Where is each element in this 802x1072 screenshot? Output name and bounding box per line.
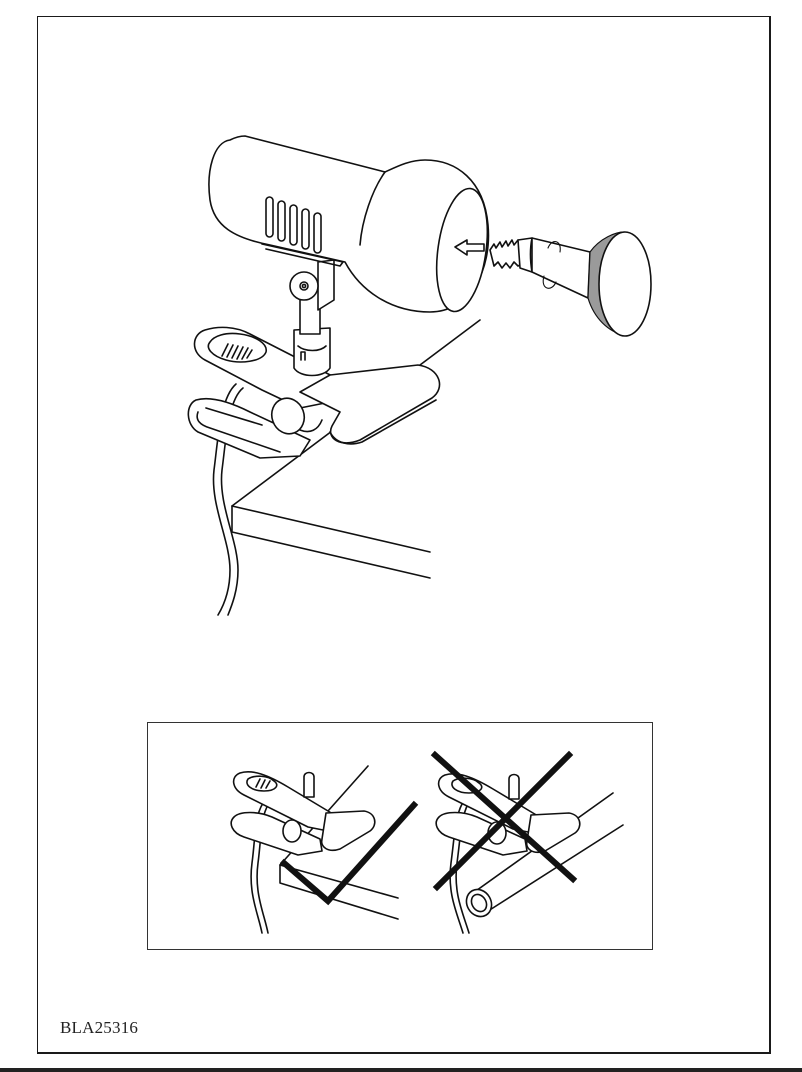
insert-arrow-icon (454, 239, 485, 256)
swivel-joint (289, 259, 335, 311)
reflector-bulb (489, 231, 652, 337)
clip-lamp-drawing (187, 135, 652, 616)
clip-base-plate (299, 364, 441, 445)
clip-upper-body (193, 326, 341, 409)
cross-icon (430, 750, 578, 892)
correct-mounting-figure (188, 753, 419, 943)
wrong-mounting-figure (430, 750, 653, 943)
mounting-guidance-box (147, 722, 653, 950)
grip-ridges-icon (221, 343, 253, 360)
checkmark-icon (279, 800, 419, 906)
vent-slots (265, 196, 322, 254)
clip-lower-jaw (187, 397, 311, 459)
lamp-shade (208, 135, 490, 313)
bottom-rule (0, 1068, 802, 1072)
model-code: BLA25316 (60, 1018, 139, 1037)
clip-pivot (270, 397, 323, 435)
main-illustration (170, 120, 670, 630)
